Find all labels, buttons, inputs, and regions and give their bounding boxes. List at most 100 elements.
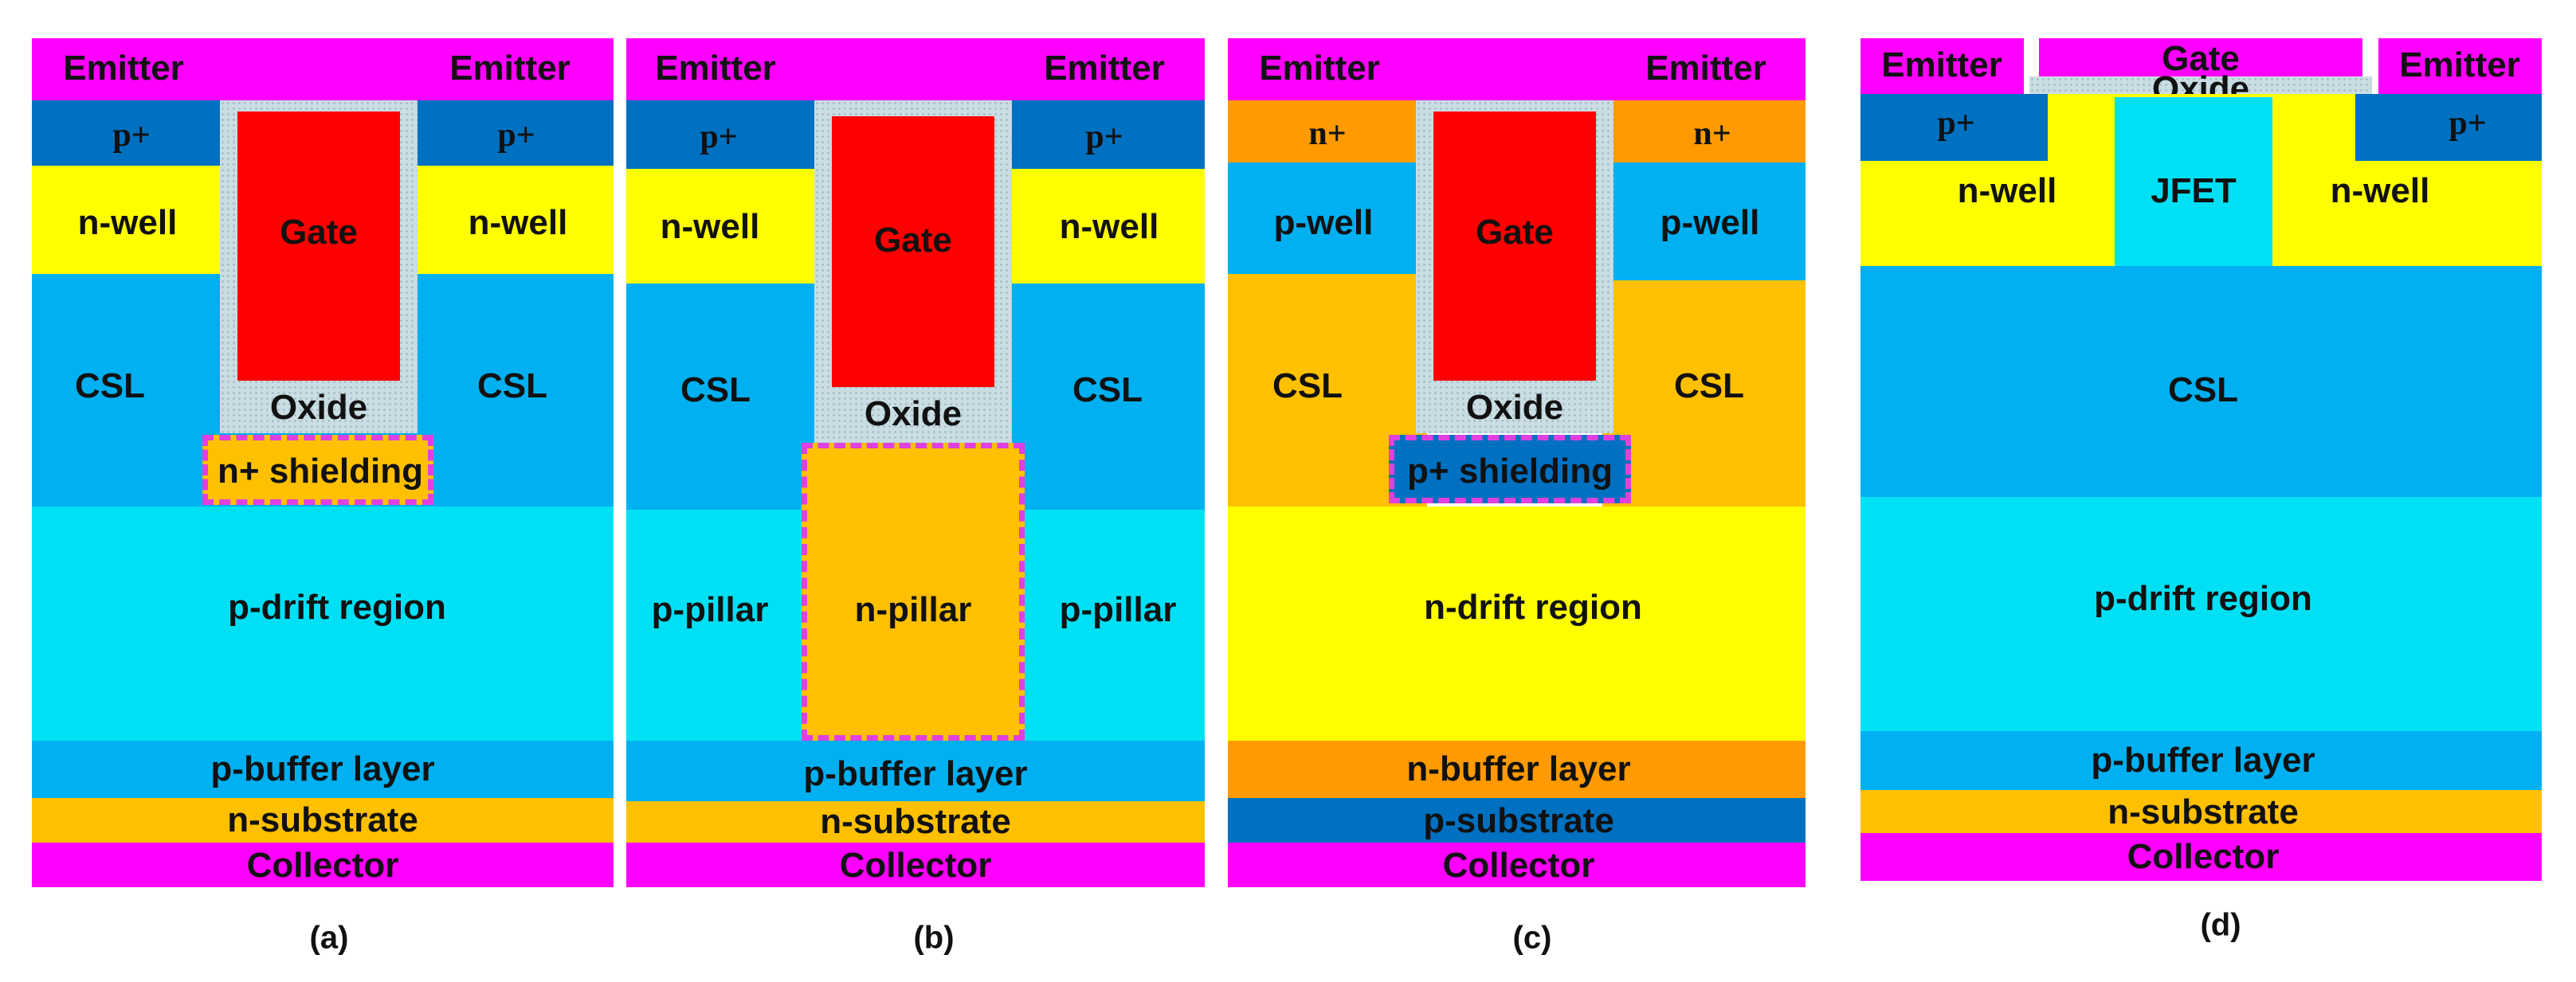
- substrate-layer: [1228, 798, 1806, 843]
- panel-c: Emitter Emitter n+ n+ p-well p-well CSL …: [1228, 0, 1806, 982]
- n-well-right-label: n-well: [1059, 207, 1159, 246]
- p-plus-left-region: [32, 100, 220, 166]
- emitter-left-label: Emitter: [1881, 45, 2002, 84]
- emitter-bar: [1228, 38, 1806, 100]
- oxide-label: Oxide: [1465, 388, 1564, 427]
- p-plus-right-label: p+: [1085, 119, 1123, 155]
- emitter-bar: [626, 38, 1205, 100]
- buffer-layer: [1860, 731, 2542, 790]
- p-plus-left-region: [626, 100, 814, 169]
- p-plus-right-label: p+: [497, 117, 535, 154]
- buffer-label: p-buffer layer: [2091, 741, 2315, 780]
- emitter-left-label: Emitter: [655, 49, 776, 88]
- gate-label: Gate: [2162, 39, 2240, 78]
- p-well-right-region: [1613, 162, 1806, 280]
- csl-right-label: CSL: [1674, 366, 1744, 405]
- collector-bar: [1228, 843, 1806, 887]
- collector-bar: [1860, 833, 2542, 881]
- oxide-label: Oxide: [269, 388, 368, 427]
- collector-label: Collector: [246, 846, 399, 885]
- caption-a: (a): [309, 920, 349, 956]
- shielding-dashed-outline: [202, 435, 433, 505]
- emitter-right-contact: [2378, 38, 2542, 94]
- p-plus-left-label: p+: [112, 117, 151, 154]
- substrate-layer: [626, 801, 1205, 843]
- buffer-layer: [32, 741, 614, 798]
- gate-label: Gate: [1476, 213, 1554, 252]
- panel-d: Emitter Emitter: [1860, 0, 2542, 982]
- buffer-label: n-buffer layer: [1406, 749, 1631, 788]
- p-plus-right-region: [1012, 100, 1205, 169]
- drift-label: p-drift region: [2094, 579, 2312, 618]
- drift-label: p-drift region: [228, 588, 446, 627]
- emitter-right-label: Emitter: [1044, 49, 1165, 88]
- drift-region: [1860, 497, 2542, 731]
- csl-right-label: CSL: [1072, 370, 1143, 409]
- gate-electrode: [1433, 112, 1596, 381]
- p-plus-right-region: [2355, 94, 2542, 161]
- csl-right-region: [1602, 280, 1806, 507]
- emitter-right-label: Emitter: [449, 49, 570, 88]
- emitter-left-contact: [1860, 38, 2024, 94]
- n-well-left-region: [626, 169, 814, 284]
- p-plus-left-label: p+: [1937, 105, 1975, 142]
- p-plus-shielding-region: [1389, 435, 1631, 503]
- n-pillar-region: [802, 443, 1025, 741]
- p-plus-right-label: p+: [2449, 105, 2487, 142]
- n-well-right-label: n-well: [2330, 171, 2430, 210]
- p-well-right-label: p-well: [1660, 203, 1760, 242]
- substrate-label: n-substrate: [820, 802, 1011, 841]
- n-well-left-label: n-well: [77, 203, 178, 242]
- drift-region: [1228, 507, 1806, 741]
- p-pillar-left-label: p-pillar: [651, 590, 769, 629]
- substrate-layer: [32, 798, 614, 843]
- substrate-layer: [1860, 790, 2542, 833]
- jfet-region: [2115, 97, 2272, 266]
- emitter-right-label: Emitter: [1645, 49, 1766, 88]
- n-well-right-label: n-well: [468, 203, 568, 242]
- shielding-dashed-outline: [1389, 435, 1631, 503]
- gate-electrode: [2039, 38, 2362, 76]
- drift-region: [32, 507, 614, 741]
- emitter-bar: [32, 38, 614, 100]
- jfet-label: JFET: [2151, 171, 2237, 210]
- csl-region: [1860, 266, 2542, 497]
- gate-electrode: [237, 112, 400, 381]
- csl-label: CSL: [2168, 370, 2238, 409]
- emitter-left-label: Emitter: [63, 49, 184, 88]
- n-plus-left-label: n+: [1308, 115, 1347, 152]
- gate-label: Gate: [280, 213, 358, 252]
- substrate-label: p-substrate: [1423, 801, 1614, 840]
- gate-electrode: [832, 116, 994, 387]
- p-plus-left-label: p+: [700, 119, 738, 155]
- collector-bar: [32, 843, 614, 887]
- buffer-label: p-buffer layer: [210, 749, 435, 788]
- n-well-left-label: n-well: [1957, 171, 2057, 210]
- caption-c: (c): [1512, 920, 1552, 956]
- panel-a: Emitter Emitter p+ p+ n-well n-well CSL …: [32, 0, 614, 982]
- csl-left-label: CSL: [1272, 366, 1343, 405]
- csl-left-label: CSL: [680, 370, 751, 409]
- p-plus-left-region: [1860, 94, 2048, 161]
- drift-label: n-drift region: [1424, 588, 1642, 627]
- p-well-left-label: p-well: [1273, 203, 1374, 242]
- p-plus-right-region: [418, 100, 614, 166]
- panel-d-body: Gate Oxide p+ p+ n-well JFET n-well CSL …: [1860, 0, 2542, 982]
- substrate-label: n-substrate: [227, 800, 418, 839]
- panel-b: Emitter Emitter p+ p+ n-well n-well CSL …: [626, 0, 1205, 982]
- emitter-right-label: Emitter: [2399, 45, 2520, 84]
- n-pillar-dashed-outline: [802, 443, 1025, 741]
- gate-label: Gate: [874, 221, 952, 260]
- emitter-left-label: Emitter: [1259, 49, 1380, 88]
- csl-right-label: CSL: [477, 366, 547, 405]
- collector-bar: [626, 843, 1205, 887]
- collector-label: Collector: [2127, 837, 2280, 876]
- shielding-label: p+ shielding: [1407, 452, 1613, 491]
- n-well-right-region: [418, 166, 614, 274]
- buffer-layer: [626, 741, 1205, 801]
- n-plus-shielding-region: [202, 435, 433, 505]
- n-well-left-region: [32, 166, 220, 274]
- n-plus-left-region: [1228, 100, 1416, 162]
- csl-left-label: CSL: [75, 366, 145, 405]
- n-pillar-label: n-pillar: [854, 590, 972, 629]
